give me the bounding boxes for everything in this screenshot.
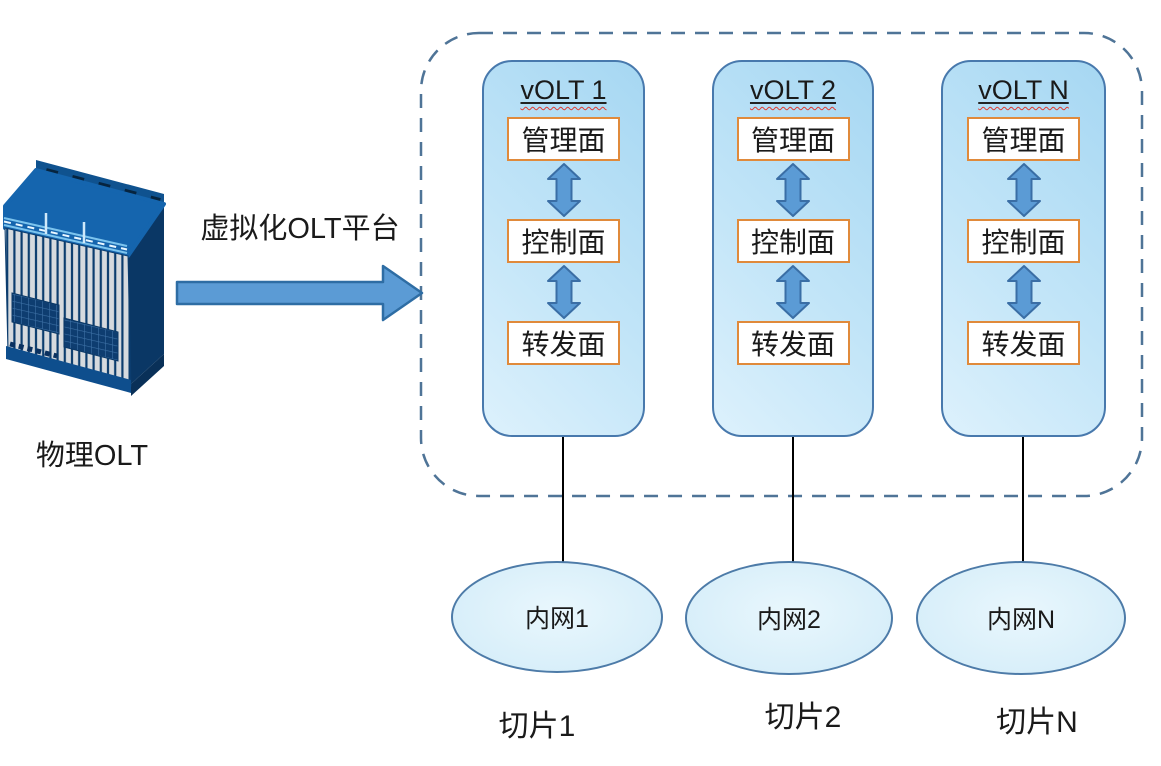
connector-line-volt2-net2 <box>792 437 794 563</box>
net1-label: 内网1 <box>525 605 589 633</box>
updown-arrow-icon <box>546 163 581 217</box>
volt-n-panel: vOLT N 管理面 控制面 转发面 <box>941 60 1106 437</box>
volt-2-control-plane-box: 控制面 <box>736 219 850 263</box>
updown-arrow-icon <box>1006 163 1041 217</box>
net1-ellipse: 内网1 <box>451 561 663 673</box>
slice-1-label: 切片1 <box>498 710 576 743</box>
volt-2-management-plane-box: 管理面 <box>736 117 850 161</box>
virtualization-arrow <box>175 264 424 322</box>
volt-1-management-plane-box: 管理面 <box>507 117 620 161</box>
olt-canopy-highlight-dashed <box>3 220 128 251</box>
slice-2-label: 切片2 <box>764 701 842 734</box>
volt-n-control-plane-box: 控制面 <box>967 219 1080 263</box>
netn-label: 内网N <box>986 606 1056 634</box>
slice-n-label: 切片N <box>996 706 1078 739</box>
volt-1-control-plane-box: 控制面 <box>507 219 620 263</box>
volt-2-panel: vOLT 2 管理面 控制面 转发面 <box>712 60 874 437</box>
physical-olt-label: 物理OLT <box>35 440 149 472</box>
connector-line-voltn-netn <box>1022 437 1024 563</box>
volt-n-forwarding-plane-box: 转发面 <box>967 321 1080 365</box>
olt-base <box>6 346 131 393</box>
olt-connector-block-left <box>11 292 60 335</box>
physical-olt-device <box>3 160 166 396</box>
updown-arrow-icon <box>776 265 810 319</box>
olt-canopy-highlight-1 <box>3 217 128 247</box>
connector-line-volt1-net1 <box>562 437 564 563</box>
platform-boundary-dashed-box <box>419 31 1144 498</box>
volt-2-title: vOLT 2 <box>749 75 837 105</box>
net2-label: 内网2 <box>757 606 821 634</box>
updown-arrow-icon <box>776 163 810 217</box>
platform-arrow-label: 虚拟化OLT平台 <box>200 213 400 245</box>
volt-1-panel: vOLT 1 管理面 控制面 转发面 <box>482 60 645 437</box>
volt-n-title: vOLT N <box>978 75 1069 105</box>
updown-arrow-icon <box>546 265 581 319</box>
updown-arrow-icon <box>1006 265 1041 319</box>
volt-2-forwarding-plane-box: 转发面 <box>736 321 850 365</box>
olt-connector-block-right <box>63 317 119 362</box>
netn-ellipse: 内网N <box>916 561 1126 675</box>
olt-card-ticks-left <box>9 341 58 359</box>
volt-1-forwarding-plane-box: 转发面 <box>507 321 620 365</box>
volt-n-management-plane-box: 管理面 <box>967 117 1080 161</box>
volt-1-title: vOLT 1 <box>520 75 607 105</box>
olt-canopy-highlight-2 <box>3 224 128 254</box>
net2-ellipse: 内网2 <box>685 561 893 675</box>
olt-side-base <box>131 354 164 396</box>
